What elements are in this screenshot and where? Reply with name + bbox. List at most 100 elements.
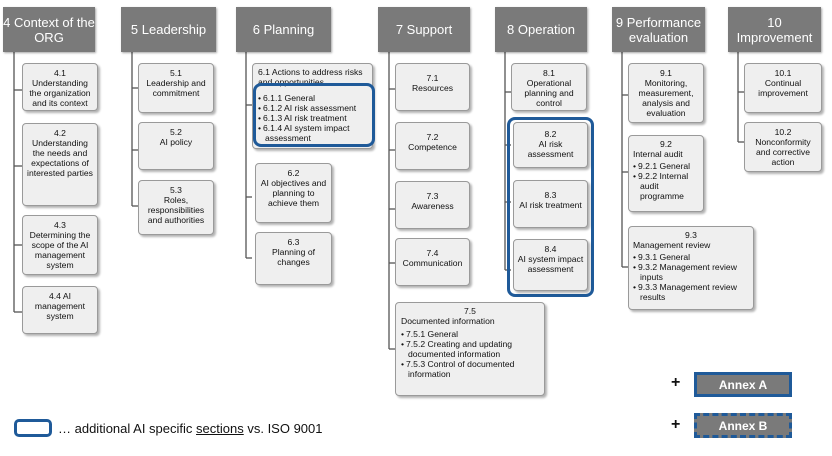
box-title: AI policy [159, 137, 193, 147]
box-8-1: 8.1 Operational planning and control [511, 63, 587, 111]
box-title: Nonconformity and corrective action [755, 137, 811, 167]
list-item: 9.3.1 General [633, 252, 749, 262]
box-number: 9.2 [660, 139, 672, 149]
box-10-1: 10.1 Continual improvement [744, 63, 822, 113]
list-item: 7.5.1 General [401, 329, 539, 339]
list-item: 9.2.1 General [633, 161, 699, 171]
box-number: 4.2 [54, 128, 66, 138]
legend-suffix: vs. ISO 9001 [243, 421, 323, 436]
box-number: 4.1 [54, 68, 66, 78]
box-title: Understanding the organization and its c… [29, 78, 91, 108]
ai-highlight-6-1 [253, 83, 375, 147]
box-title: Determining the scope of the AI manageme… [29, 230, 91, 270]
legend-prefix: … additional AI specific [58, 421, 197, 436]
list-item: 9.3.3 Management review results [633, 282, 749, 302]
box-number: 10.1 [774, 68, 792, 78]
ai-highlight-8-2-to-8-4 [507, 117, 594, 297]
header-planning: 6 Planning [236, 7, 331, 52]
box-title: 6.1 Actions to address risks and opportu… [258, 67, 363, 87]
box-number: 9.1 [660, 68, 672, 78]
legend-text: … additional AI specific sections vs. IS… [58, 421, 323, 436]
list-item: 6.1.1 General [258, 93, 367, 103]
box-7-4: 7.4 Communication [395, 238, 470, 286]
header-performance-evaluation: 9 Performance evaluation [612, 7, 705, 52]
header-operation: 8 Operation [495, 7, 587, 52]
box-5-3: 5.3 Roles, responsibilities and authorit… [138, 180, 214, 235]
box-7-2: 7.2 Competence [395, 122, 470, 170]
box-4-1: 4.1 Understanding the organization and i… [22, 63, 98, 111]
box-6-3: 6.3 Planning of changes [255, 232, 332, 285]
box-number: 7.3 [426, 191, 439, 201]
box-5-1: 5.1 Leadership and commitment [138, 63, 214, 113]
box-6-2: 6.2 AI objectives and planning to achiev… [255, 163, 332, 223]
box-number: 4.3 [54, 220, 66, 230]
box-8-3: 8.3 AI risk treatment [513, 180, 588, 228]
header-leadership: 5 Leadership [121, 7, 216, 52]
box-9-2-items: 9.2.1 General 9.2.2 Internal audit progr… [633, 161, 699, 201]
box-number: 4.4 AI [49, 291, 71, 301]
box-number: 8.2 [544, 129, 557, 139]
box-number: 5.2 [170, 127, 182, 137]
box-number: 8.4 [544, 244, 557, 254]
box-4-2: 4.2 Understanding the needs and expectat… [22, 123, 98, 206]
box-title: AI risk treatment [519, 200, 582, 210]
box-8-2: 8.2 AI risk assessment [513, 122, 588, 168]
box-title: Planning of changes [271, 247, 315, 267]
box-number: 7.1 [426, 73, 439, 83]
box-number: 6.2 [287, 168, 300, 178]
box-title: Roles, responsibilities and authorities [147, 195, 205, 225]
annex-a-box: Annex A [694, 372, 792, 397]
box-9-2: 9.2 Internal audit 9.2.1 General 9.2.2 I… [628, 135, 704, 212]
box-title: Awareness [411, 201, 454, 211]
list-item: 7.5.2 Creating and updating documented i… [401, 339, 539, 359]
box-number: 10.2 [774, 127, 792, 137]
box-title: Leadership and commitment [146, 78, 206, 98]
box-4-4: 4.4 AI management system [22, 286, 98, 334]
box-7-5-items: 7.5.1 General 7.5.2 Creating and updatin… [401, 329, 539, 379]
box-title: Operational planning and control [524, 78, 574, 108]
box-9-3-items: 9.3.1 General 9.3.2 Management review in… [633, 252, 749, 302]
box-title: AI objectives and planning to achieve th… [260, 178, 327, 208]
box-title: Resources [411, 83, 454, 93]
box-6-1-items: 6.1.1 General 6.1.2 AI risk assessment 6… [258, 93, 367, 143]
box-number: 5.3 [170, 185, 182, 195]
box-title: AI risk assessment [527, 139, 574, 159]
box-number: 8.1 [543, 68, 555, 78]
box-title: Competence [408, 142, 457, 152]
list-item: 9.2.2 Internal audit programme [633, 171, 699, 201]
box-number: 7.5 [464, 306, 476, 316]
box-number: 6.3 [287, 237, 300, 247]
plus-sign-annex-a: + [671, 374, 681, 391]
box-number: 7.4 [426, 248, 439, 258]
box-number: 9.3 [685, 230, 697, 240]
plus-sign-annex-b: + [671, 416, 681, 433]
box-title: management system [34, 301, 86, 321]
box-10-2: 10.2 Nonconformity and corrective action [744, 122, 822, 172]
box-5-2: 5.2 AI policy [138, 122, 214, 170]
box-7-5: 7.5 Documented information 7.5.1 General… [395, 302, 545, 396]
box-title: AI system impact assessment [517, 254, 584, 274]
box-title: Communication [402, 258, 463, 268]
box-4-3: 4.3 Determining the scope of the AI mana… [22, 215, 98, 275]
box-8-4: 8.4 AI system impact assessment [513, 239, 588, 291]
box-number: 7.2 [426, 132, 439, 142]
annex-b-box: Annex B [694, 413, 792, 438]
header-context: 4 Context of the ORG [3, 7, 95, 52]
box-title: Monitoring, measurement, analysis and ev… [638, 78, 694, 118]
box-number: 8.3 [544, 190, 557, 200]
list-item: 7.5.3 Control of documented information [401, 359, 539, 379]
box-number: 5.1 [170, 68, 182, 78]
box-6-1: 6.1 Actions to address risks and opportu… [252, 63, 373, 149]
box-title: Continual improvement [758, 78, 808, 98]
box-title: Management review [633, 240, 711, 250]
box-7-1: 7.1 Resources [395, 63, 470, 111]
list-item: 6.1.2 AI risk assessment [258, 103, 367, 113]
box-9-3: 9.3 Management review 9.3.1 General 9.3.… [628, 226, 754, 310]
box-title: Documented information [401, 316, 495, 326]
legend-swatch [14, 419, 52, 437]
list-item: 6.1.3 AI risk treatment [258, 113, 367, 123]
box-9-1: 9.1 Monitoring, measurement, analysis an… [628, 63, 704, 123]
list-item: 9.3.2 Management review inputs [633, 262, 749, 282]
